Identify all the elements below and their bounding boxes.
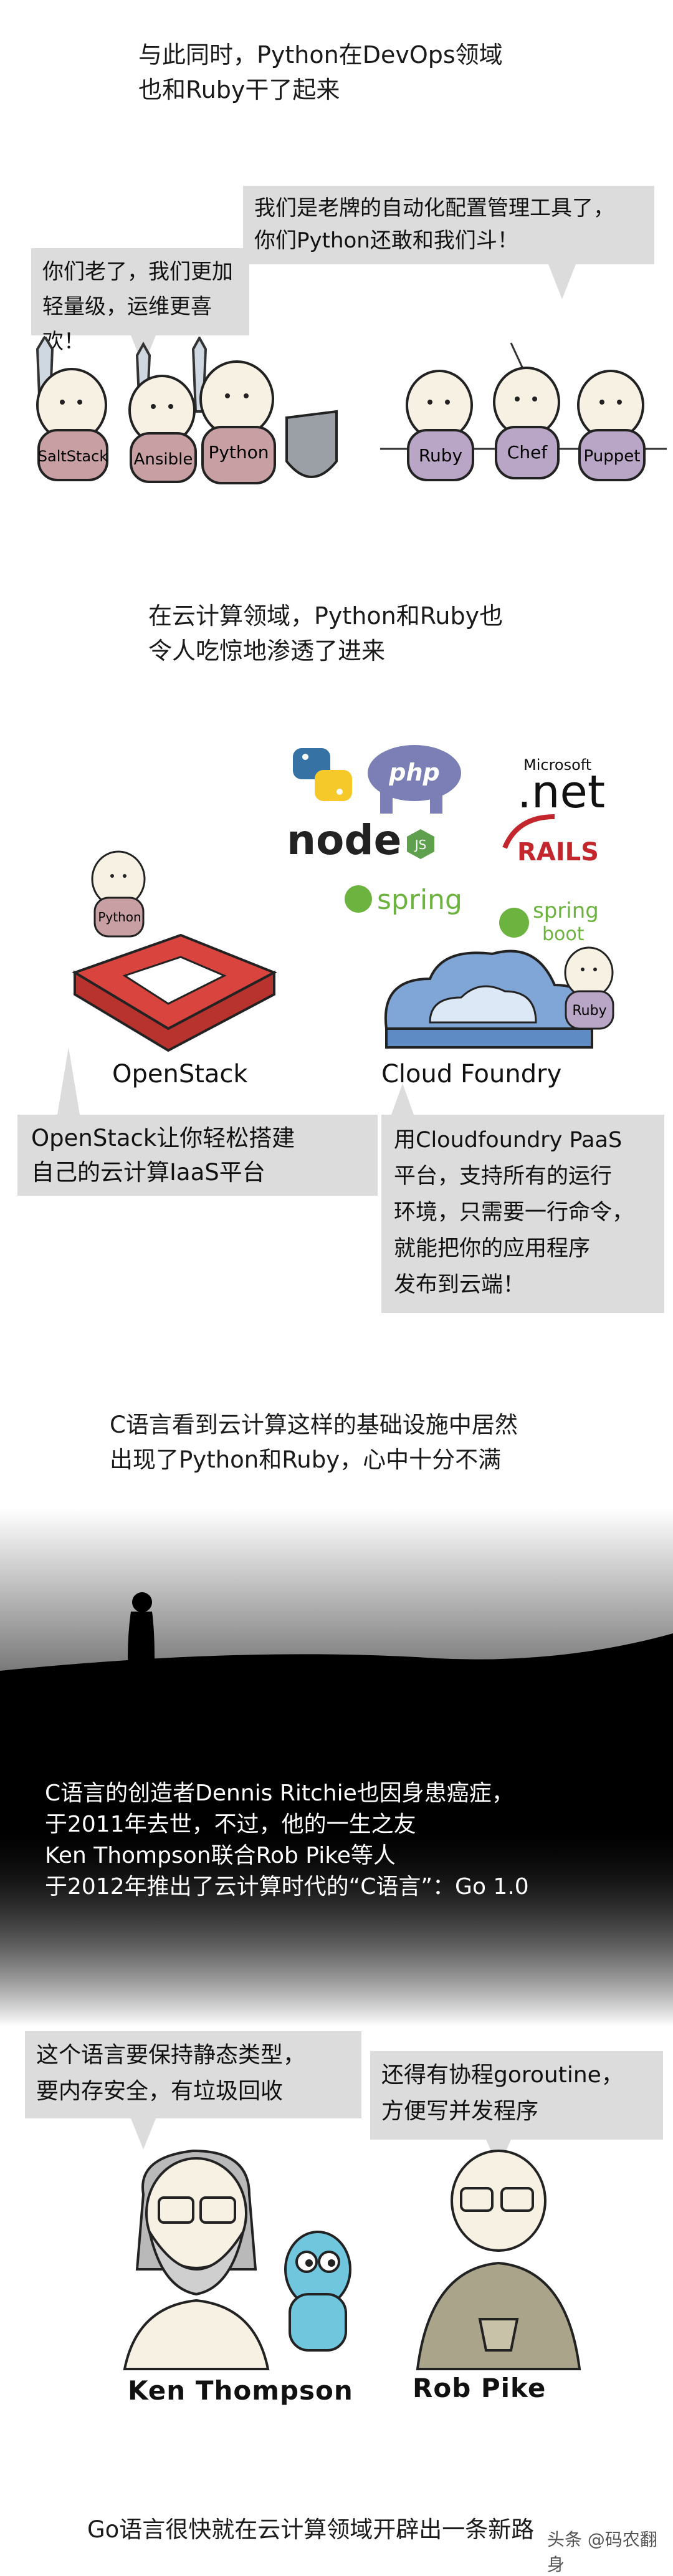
watermark: 头条 @码农翻身 <box>547 2529 657 2575</box>
silhouette-figure-icon <box>128 1592 155 1696</box>
panel1-caption: 与此同时，Python在DevOps领域 也和Ruby干了起来 <box>138 37 503 107</box>
ruby-bubble-tail <box>548 264 576 299</box>
cloudfoundry-illustration: Ruby <box>384 946 614 1049</box>
go-gopher-icon <box>284 2231 351 2352</box>
puppet-label: Puppet <box>584 447 641 466</box>
ken-thompson-portrait <box>123 2149 270 2370</box>
cloudfoundry-ruby-tag: Ruby <box>572 1003 606 1019</box>
cloudfoundry-bubble-tail <box>391 1084 414 1115</box>
nodejs-hexagon-icon <box>407 829 434 859</box>
openstack-bubble-tail <box>57 1047 80 1115</box>
spring-logo-text: spring <box>377 884 462 916</box>
tech-logos-cluster: php Microsoft .net node JS RAILS spring … <box>287 745 605 945</box>
go-creators-illustration <box>123 2149 581 2370</box>
spring-leaf-icon <box>345 885 372 913</box>
ken-bubble-tail <box>131 2118 156 2150</box>
panel4-caption: Go语言很快就在云计算领域开辟出一条新路 <box>87 2516 535 2543</box>
panel3-caption: C语言看到云计算这样的基础设施中居然 出现了Python和Ruby，心中十分不满 <box>110 1411 518 1473</box>
svg-text:php: php <box>388 759 439 786</box>
svg-text:JS: JS <box>414 837 427 852</box>
ken-thompson-speech-bubble: 这个语言要保持静态类型， 要内存安全，有垃圾回收 <box>25 2031 361 2118</box>
dark-hill-scene: C语言的创造者Dennis Ritchie也因身患癌症， 于2011年去世，不过… <box>0 1509 673 2026</box>
python-team-illustration: SaltStack Ansible Python <box>36 337 338 484</box>
rob-pike-name: Rob Pike <box>413 2373 547 2403</box>
openstack-label: OpenStack <box>112 1060 248 1089</box>
rails-logo-text: RAILS <box>517 838 599 867</box>
microsoft-text: Microsoft <box>523 756 591 774</box>
ken-thompson-name: Ken Thompson <box>128 2375 353 2406</box>
panel1-caption-line1: 与此同时，Python在DevOps领域 <box>138 41 503 69</box>
openstack-illustration: Python <box>72 850 277 1052</box>
python-logo-icon <box>293 748 352 801</box>
ruby-label: Ruby <box>419 445 462 466</box>
dennis-ritchie-story: C语言的创造者Dennis Ritchie也因身患癌症， 于2011年去世，不过… <box>45 1781 529 1900</box>
chef-label: Chef <box>507 442 548 463</box>
svg-text:boot: boot <box>542 923 585 945</box>
spring-boot-power-icon <box>499 908 529 938</box>
rails-arc-icon <box>502 814 555 849</box>
python-team-speech-bubble: 你们老了，我们更加 轻量级，运维更喜欢！ <box>31 248 249 354</box>
node-logo-text: node <box>287 816 401 864</box>
rob-pike-portrait <box>416 2150 581 2370</box>
ruby-team-speech-bubble: 我们是老牌的自动化配置管理工具了， 你们Python还敢和我们斗！ <box>243 186 654 264</box>
rob-pike-speech-bubble: 还得有协程goroutine， 方便写并发程序 <box>370 2051 663 2140</box>
ruby-team-illustration: Ruby Chef Puppet <box>380 342 667 481</box>
svg-text:spring: spring <box>533 898 599 923</box>
php-elephant-icon: php <box>368 745 461 814</box>
dotnet-logo-text: .net <box>517 766 605 818</box>
saltstack-label: SaltStack <box>38 448 108 465</box>
panel2-caption: 在云计算领域，Python和Ruby也 令人吃惊地渗透了进来 <box>148 602 504 665</box>
python-label: Python <box>208 442 269 463</box>
ansible-label: Ansible <box>134 450 193 469</box>
openstack-speech-bubble: OpenStack让你轻松搭建 自己的云计算IaaS平台 <box>17 1115 378 1196</box>
cloudfoundry-speech-bubble: 用Cloudfoundry PaaS 平台，支持所有的运行 环境，只需要一行命令… <box>381 1115 664 1313</box>
panel1-caption-line2: 也和Ruby干了起来 <box>138 76 340 103</box>
openstack-python-tag: Python <box>98 910 141 925</box>
